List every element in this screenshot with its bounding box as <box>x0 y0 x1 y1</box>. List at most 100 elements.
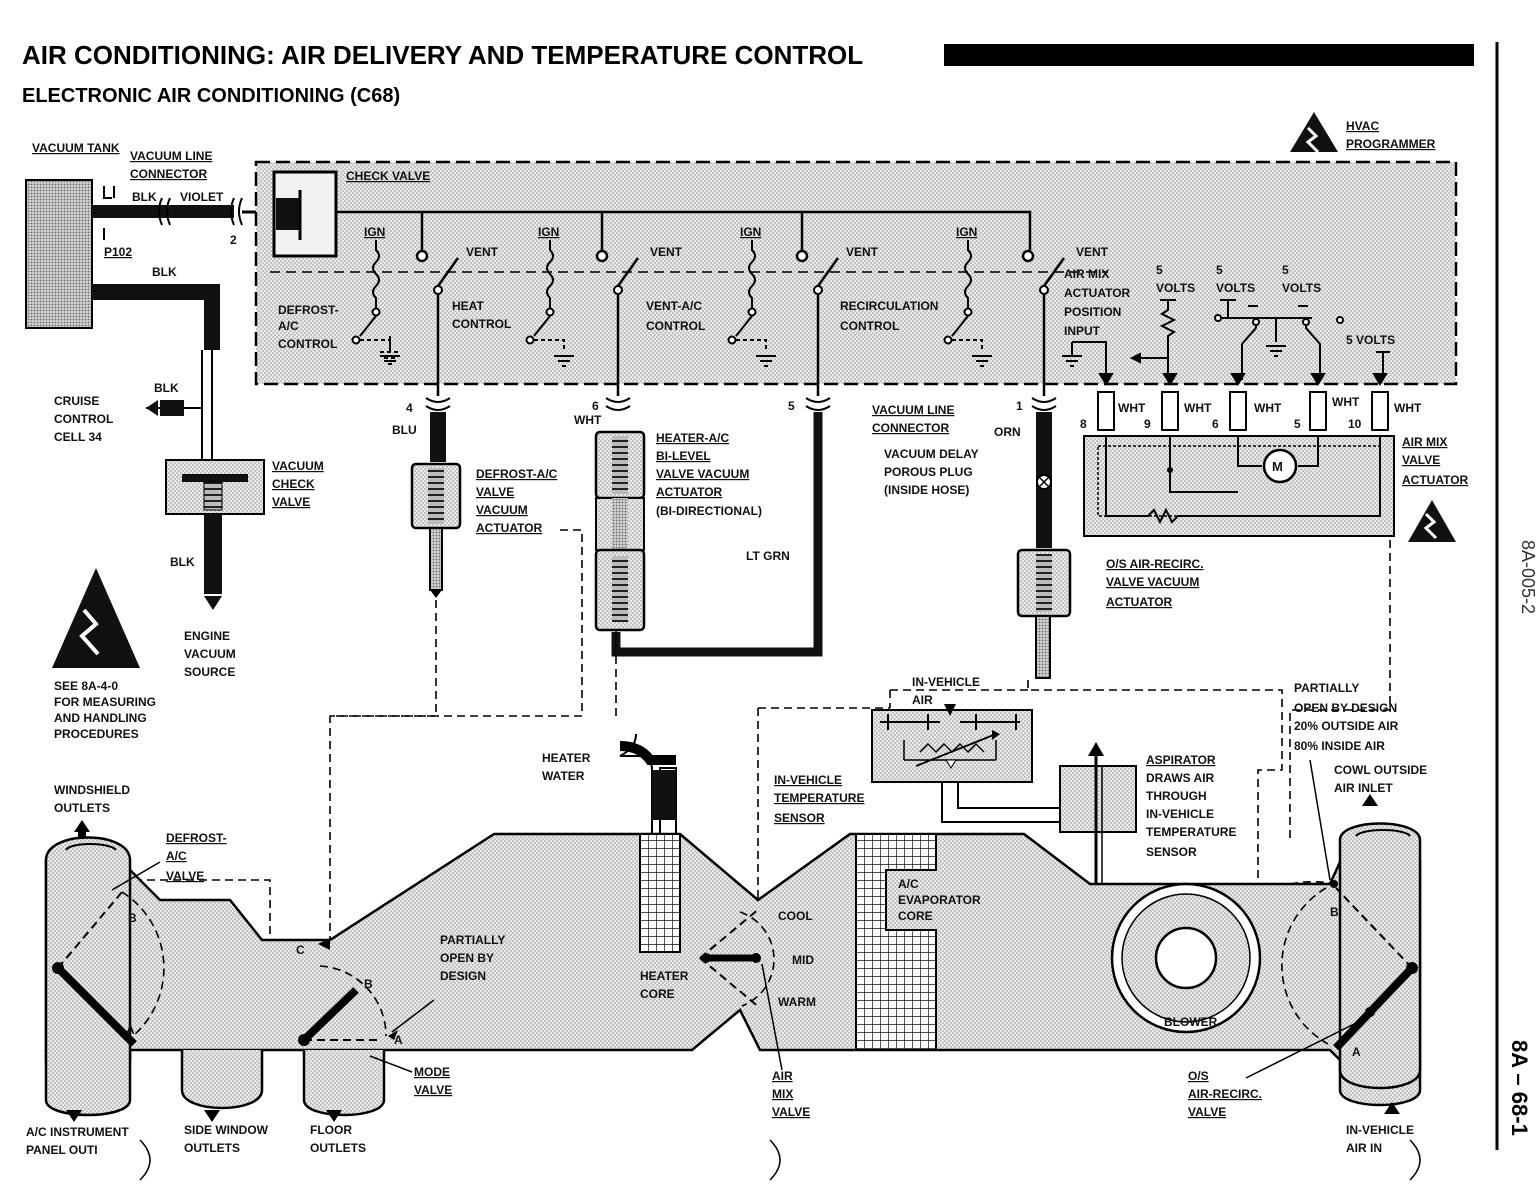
hoses: 4 BLU 6 WHT 5 LT GRN 1 ORN VACUUM LINE C… <box>392 294 1057 657</box>
amv-label-3: VALVE <box>772 1105 810 1119</box>
engine-label-3: SOURCE <box>184 665 235 679</box>
partial-label-3: 20% OUTSIDE AIR <box>1294 719 1399 733</box>
wht-label-d: WHT <box>1332 395 1360 409</box>
v-label-5b: 5 <box>1216 263 1223 277</box>
blk-label-1: BLK <box>132 190 157 204</box>
ign-label-2: IGN <box>538 225 559 239</box>
os-air-recirc-actuator: O/S AIR-RECIRC. VALVE VACUUM ACTUATOR <box>1016 548 1204 679</box>
asp-label-4: IN-VEHICLE <box>1146 807 1214 821</box>
heat-control-label-2: CONTROL <box>452 317 511 331</box>
dact-label-4: ACTUATOR <box>476 521 543 535</box>
heat-control-label-1: HEAT <box>452 299 484 313</box>
check-valve-label: CHECK VALVE <box>346 169 430 183</box>
dv-label-1: DEFROST- <box>166 831 227 845</box>
blk-label-2: BLK <box>152 265 177 279</box>
vcv-label-3: VALVE <box>272 495 310 509</box>
vcv-label-2: CHECK <box>272 477 315 491</box>
amv-label-1: AIR <box>772 1069 793 1083</box>
check-valve: CHECK VALVE <box>272 169 430 258</box>
ivts-label-2: TEMPERATURE <box>774 791 864 805</box>
bottom-outlets: A/C INSTRUMENT PANEL OUTI SIDE WINDOW OU… <box>26 1050 1422 1157</box>
pod-label-3: DESIGN <box>440 969 486 983</box>
vent-label-4: VENT <box>1076 245 1109 259</box>
pod-label-1: PARTIALLY <box>440 933 505 947</box>
osact-label-1: O/S AIR-RECIRC. <box>1106 557 1204 571</box>
blk-label-4: BLK <box>170 555 195 569</box>
floor-label-1: FLOOR <box>310 1123 352 1137</box>
dact-label-3: VACUUM <box>476 503 528 517</box>
osact-label-3: ACTUATOR <box>1106 595 1173 609</box>
letter-b-1: B <box>128 911 137 925</box>
vent-ac-label-1: VENT-A/C <box>646 299 702 313</box>
mid-label: MID <box>792 953 814 967</box>
iva-label-2: AIR IN <box>1346 1141 1382 1155</box>
p102-label: P102 <box>104 245 132 259</box>
windshield-label-1: WINDSHIELD <box>54 783 130 797</box>
cowl-label-2: AIR INLET <box>1334 781 1393 795</box>
ign-label-1: IGN <box>364 225 385 239</box>
programmer-connector-pins: WHT WHT WHT WHT WHT 8 9 6 5 10 <box>1080 373 1422 431</box>
esd-warning-icon: SEE 8A-4-0 FOR MEASURING AND HANDLING PR… <box>52 568 156 741</box>
engine-label-1: ENGINE <box>184 629 230 643</box>
blk-label-3: BLK <box>154 381 179 395</box>
ama-label-1: AIR MIX <box>1402 435 1447 449</box>
evap-label-2: EVAPORATOR <box>898 893 981 907</box>
partial-label-1: PARTIALLY <box>1294 681 1359 695</box>
hvac-programmer: HVAC PROGRAMMER <box>254 112 1458 386</box>
amp-label-4: INPUT <box>1064 324 1101 338</box>
up-arrow-icon <box>1362 794 1378 806</box>
pin-1-label: 1 <box>1016 399 1023 413</box>
vlc-top-label-2: CONNECTOR <box>130 167 207 181</box>
cruise-label-3: CELL 34 <box>54 430 102 444</box>
vent-label-1: VENT <box>466 245 499 259</box>
v-label-volts-a: VOLTS <box>1156 281 1195 295</box>
hact-label-1: HEATER-A/C <box>656 431 729 445</box>
asp-label-3: THROUGH <box>1146 789 1207 803</box>
wht-label-c: WHT <box>1254 401 1282 415</box>
heater-ac-bilevel-actuator: HEATER-A/C BI-LEVEL VALVE VACUUM ACTUATO… <box>594 430 762 632</box>
amp-label-3: POSITION <box>1064 305 1121 319</box>
osv-label-1: O/S <box>1188 1069 1209 1083</box>
see-label-2: FOR MEASURING <box>54 695 156 709</box>
osv-label-3: VALVE <box>1188 1105 1226 1119</box>
side-label-1: SIDE WINDOW <box>184 1123 269 1137</box>
hact-label-2: BI-LEVEL <box>656 449 711 463</box>
engine-vacuum-hose: BLK BLK CRUISE CONTROL CELL 34 <box>54 265 220 460</box>
vent-label-3: VENT <box>846 245 879 259</box>
asp-label-2: DRAWS AIR <box>1146 771 1215 785</box>
v-label-5d: 5 VOLTS <box>1346 333 1395 347</box>
iva-label-1: IN-VEHICLE <box>1346 1123 1414 1137</box>
pin-10-label: 10 <box>1348 417 1362 431</box>
dact-label-1: DEFROST-A/C <box>476 467 558 481</box>
pin-2-label: 2 <box>230 233 237 247</box>
title-bar <box>944 44 1474 66</box>
vdelay-label-1: VACUUM DELAY <box>884 447 979 461</box>
blower: BLOWER <box>1110 882 1262 1034</box>
wht-label-a: WHT <box>1118 401 1146 415</box>
osv-label-2: AIR-RECIRC. <box>1188 1087 1262 1101</box>
page-title: AIR CONDITIONING: AIR DELIVERY AND TEMPE… <box>22 40 863 70</box>
v-label-5a: 5 <box>1156 263 1163 277</box>
vlc-label-2: CONNECTOR <box>872 421 949 435</box>
ama-label-3: ACTUATOR <box>1402 473 1469 487</box>
asp-label-5: TEMPERATURE <box>1146 825 1236 839</box>
aspirator: ASPIRATOR DRAWS AIR THROUGH IN-VEHICLE T… <box>1059 742 1236 910</box>
recirc-control-solenoid: IGN VENT AIR MIX ACTUATOR POSITION INPUT <box>943 225 1131 380</box>
ivts-label-1: IN-VEHICLE <box>774 773 842 787</box>
vdelay-label-3: (INSIDE HOSE) <box>884 483 969 497</box>
defrost-control-solenoid: IGN DEFROST- A/C CONTROL VENT HEAT CONTR… <box>278 225 511 365</box>
up-arrow-icon <box>74 820 90 832</box>
hw-label-1: HEATER <box>542 751 591 765</box>
up-arrow-icon <box>1384 1102 1400 1114</box>
vlc-label-1: VACUUM LINE <box>872 403 954 417</box>
letter-a-2: A <box>394 1033 403 1047</box>
hvac-label-2: PROGRAMMER <box>1346 137 1436 151</box>
pin-5-label: 5 <box>788 399 795 413</box>
page-marks <box>139 1139 1421 1181</box>
hc-label-2: CORE <box>640 987 675 1001</box>
violet-label: VIOLET <box>180 190 224 204</box>
iva-top-label-1: IN-VEHICLE <box>912 675 980 689</box>
amp-label-1: AIR MIX <box>1064 267 1109 281</box>
warm-label: WARM <box>778 995 816 1009</box>
orn-label: ORN <box>994 425 1021 439</box>
